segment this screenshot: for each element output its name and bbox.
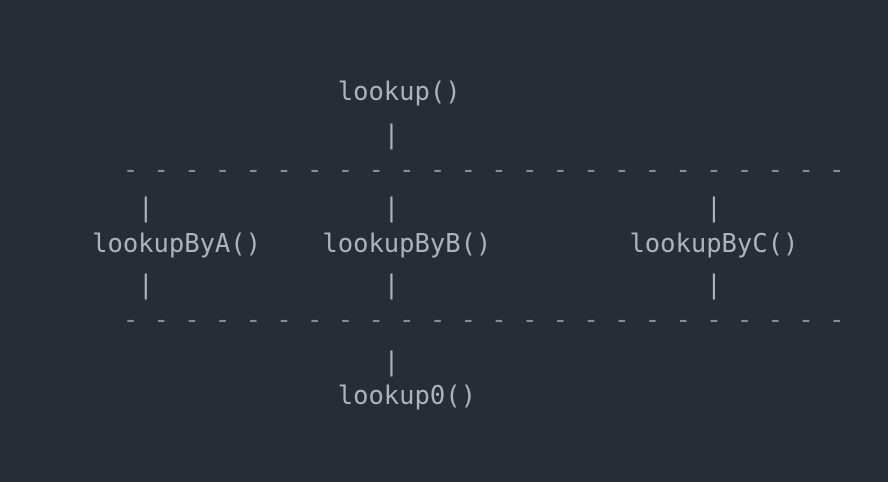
separator-rule-bottom: - - - - - - - - - - - - - - - - - - - - …: [0, 305, 845, 335]
connector-pipes-below-middle: | | |: [0, 270, 722, 300]
connector-pipes-above-middle: | | |: [0, 193, 722, 223]
top-function-line: lookup(): [0, 77, 461, 107]
connector-pipe-bottom: |: [0, 347, 400, 377]
bottom-function-line: lookup0(): [0, 381, 476, 411]
connector-pipe-top: |: [0, 120, 400, 150]
middle-functions-line: lookupByA() lookupByB() lookupByC(): [0, 229, 799, 259]
separator-rule-top: - - - - - - - - - - - - - - - - - - - - …: [0, 155, 845, 185]
